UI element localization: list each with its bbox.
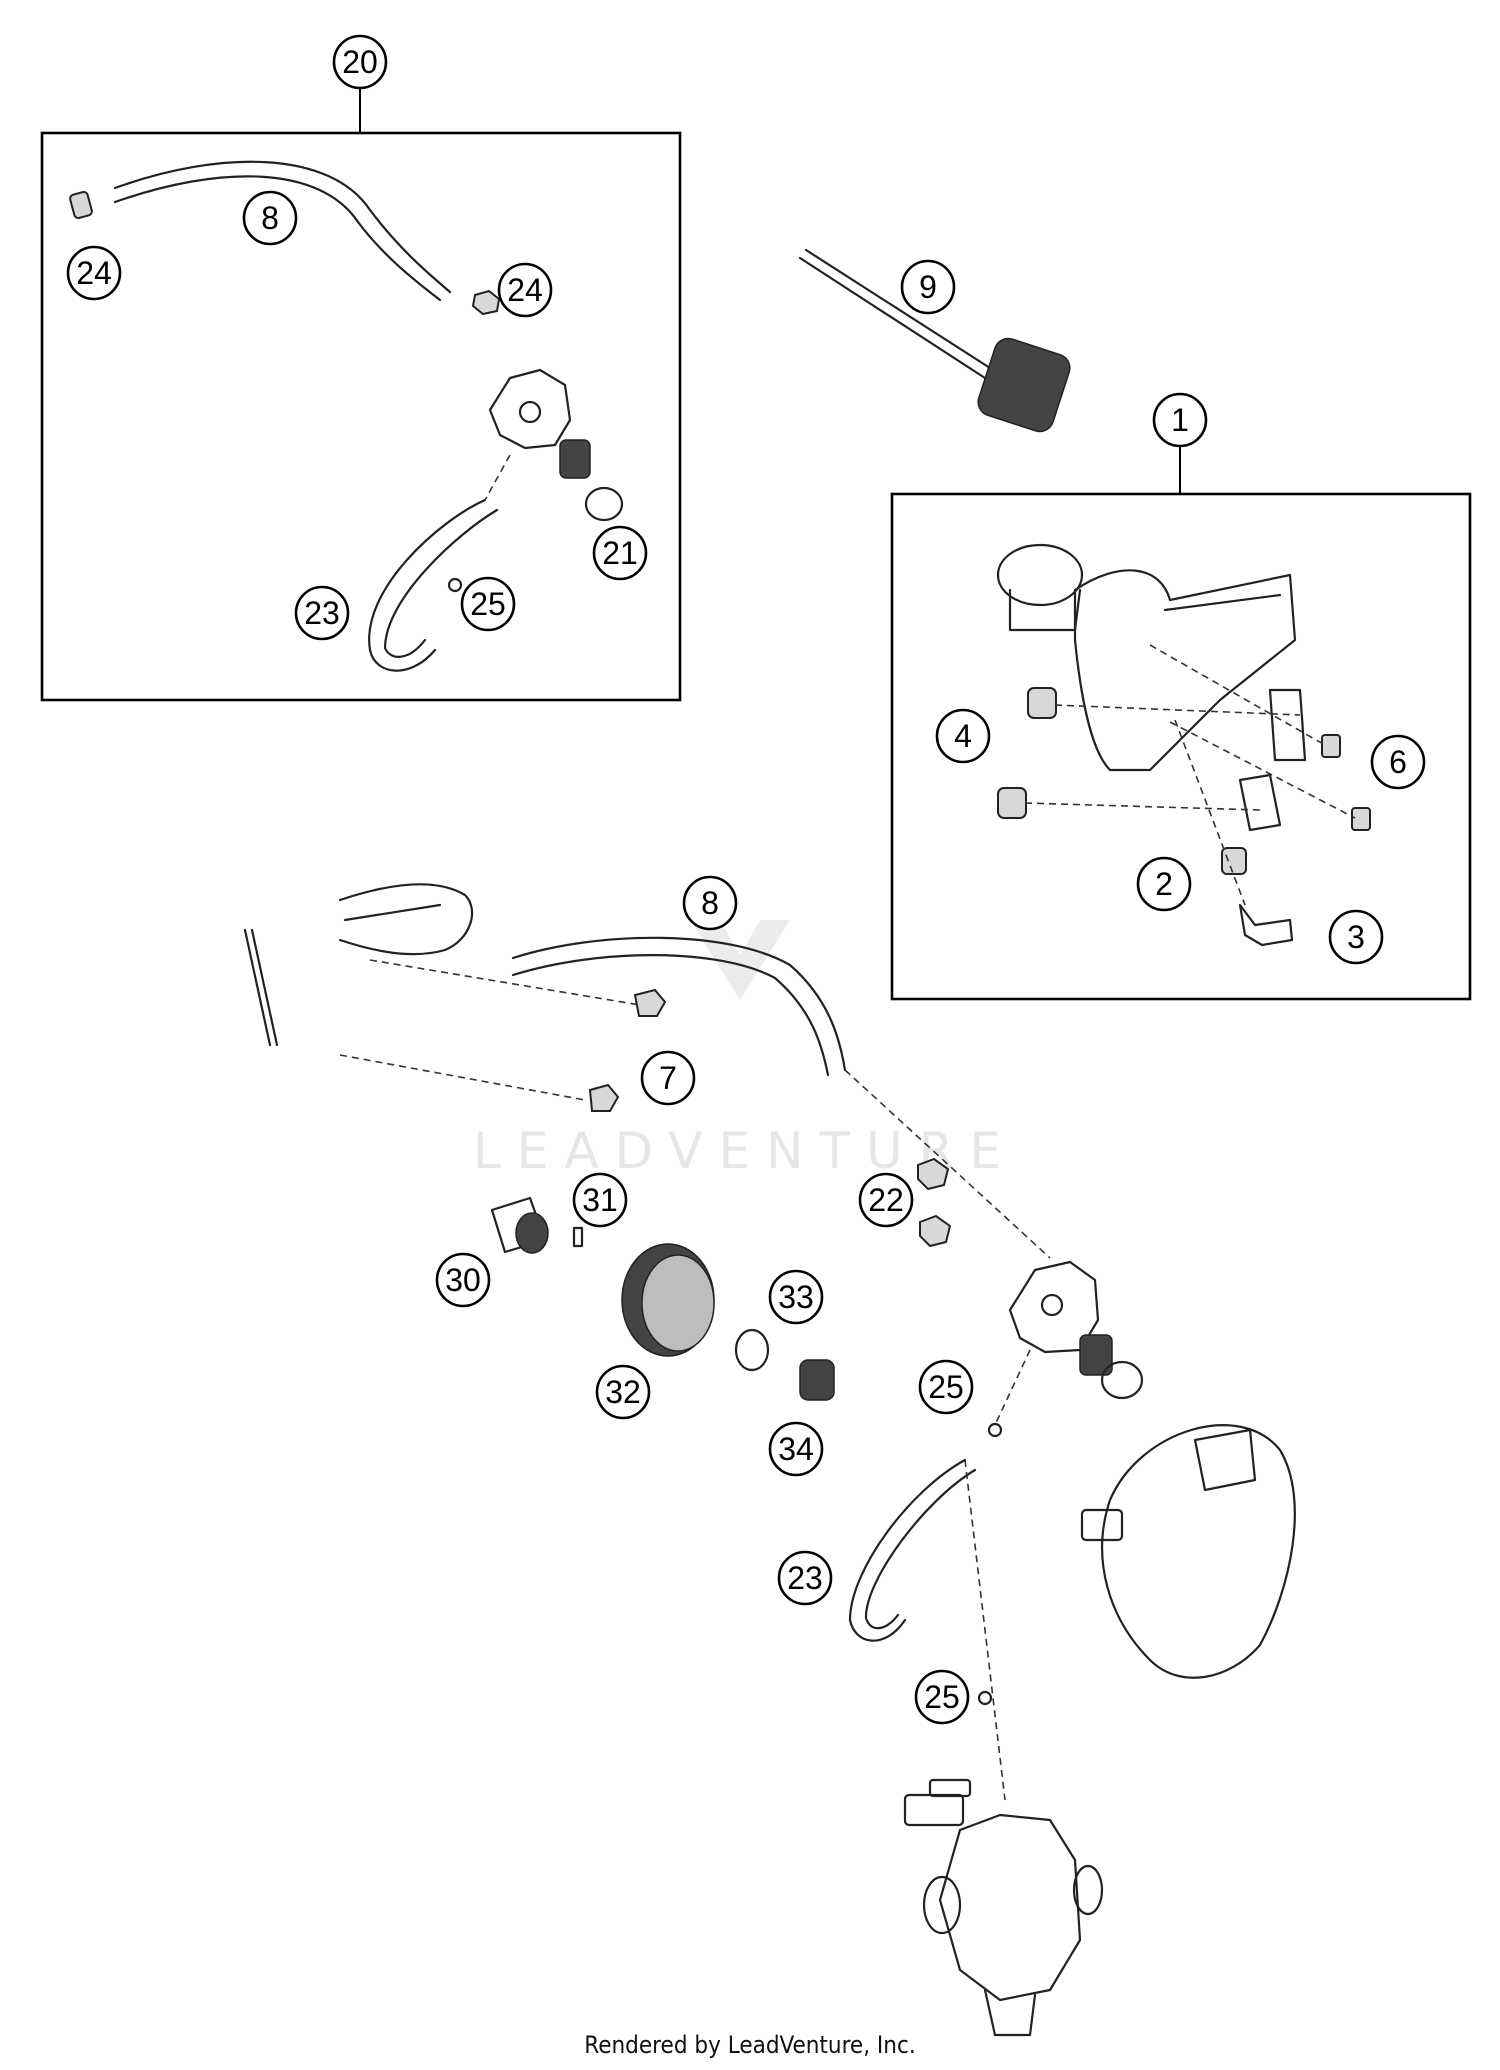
- callout-31-label: 31: [582, 1182, 618, 1218]
- callout-34: 34: [768, 1421, 824, 1477]
- callout-24-left: 24: [66, 245, 122, 301]
- callout-24-left-label: 24: [76, 255, 112, 291]
- callout-32: 32: [595, 1364, 651, 1420]
- callout-23-kit: 23: [294, 585, 350, 641]
- kit-box-1: [890, 445, 1472, 1001]
- callout-2: 2: [1136, 856, 1192, 912]
- callout-24-right-label: 24: [507, 272, 543, 308]
- callout-25-lower-label: 25: [924, 1679, 960, 1715]
- callout-31: 31: [572, 1172, 628, 1228]
- callout-23-main: 23: [777, 1550, 833, 1606]
- callout-4: 4: [935, 708, 991, 764]
- callout-33-label: 33: [778, 1279, 814, 1315]
- callout-23-kit-label: 23: [304, 595, 340, 631]
- kit-box-20: [40, 88, 682, 702]
- callout-3-label: 3: [1347, 919, 1365, 955]
- callout-32-label: 32: [605, 1374, 641, 1410]
- callout-24-right: 24: [497, 262, 553, 318]
- callout-30: 30: [435, 1252, 491, 1308]
- callout-8-kit-label: 8: [261, 200, 279, 236]
- callout-34-label: 34: [778, 1431, 814, 1467]
- callouts: 20 8 24 24 21 23 25 9 1 4 6 2 3 8 7 31 2…: [66, 34, 1426, 1725]
- callout-25-main: 25: [918, 1359, 974, 1415]
- callout-6: 6: [1370, 734, 1426, 790]
- callout-4-label: 4: [954, 718, 972, 754]
- watermark-text: LEADVENTURE: [473, 1122, 1017, 1180]
- callout-7-label: 7: [659, 1060, 677, 1096]
- callout-6-label: 6: [1389, 744, 1407, 780]
- callout-23-main-label: 23: [787, 1560, 823, 1596]
- callout-7: 7: [640, 1050, 696, 1106]
- callout-1: 1: [1152, 392, 1208, 448]
- callout-21: 21: [592, 525, 648, 581]
- callout-20-label: 20: [342, 44, 378, 80]
- main-assembly: [243, 883, 1296, 2037]
- watermark: LEADVENTURE: [473, 920, 1017, 1180]
- callout-3: 3: [1328, 909, 1384, 965]
- footer-credit: Rendered by LeadVenture, Inc.: [584, 2031, 915, 2059]
- callout-25-kit-label: 25: [470, 586, 506, 622]
- callout-25-kit: 25: [460, 576, 516, 632]
- callout-22-label: 22: [868, 1182, 904, 1218]
- callout-1-label: 1: [1171, 402, 1189, 438]
- callout-33: 33: [768, 1269, 824, 1325]
- callout-2-label: 2: [1155, 866, 1173, 902]
- callout-9-label: 9: [919, 269, 937, 305]
- callout-25-main-label: 25: [928, 1369, 964, 1405]
- callout-9: 9: [900, 259, 956, 315]
- filler-cap: [798, 248, 1071, 433]
- callout-22: 22: [858, 1172, 914, 1228]
- callout-8-kit: 8: [242, 190, 298, 246]
- callout-8-main-label: 8: [701, 885, 719, 921]
- callout-21-label: 21: [602, 535, 638, 571]
- callout-20: 20: [332, 34, 388, 90]
- callout-25-lower: 25: [914, 1669, 970, 1725]
- callout-30-label: 30: [445, 1262, 481, 1298]
- callout-8-main: 8: [682, 875, 738, 931]
